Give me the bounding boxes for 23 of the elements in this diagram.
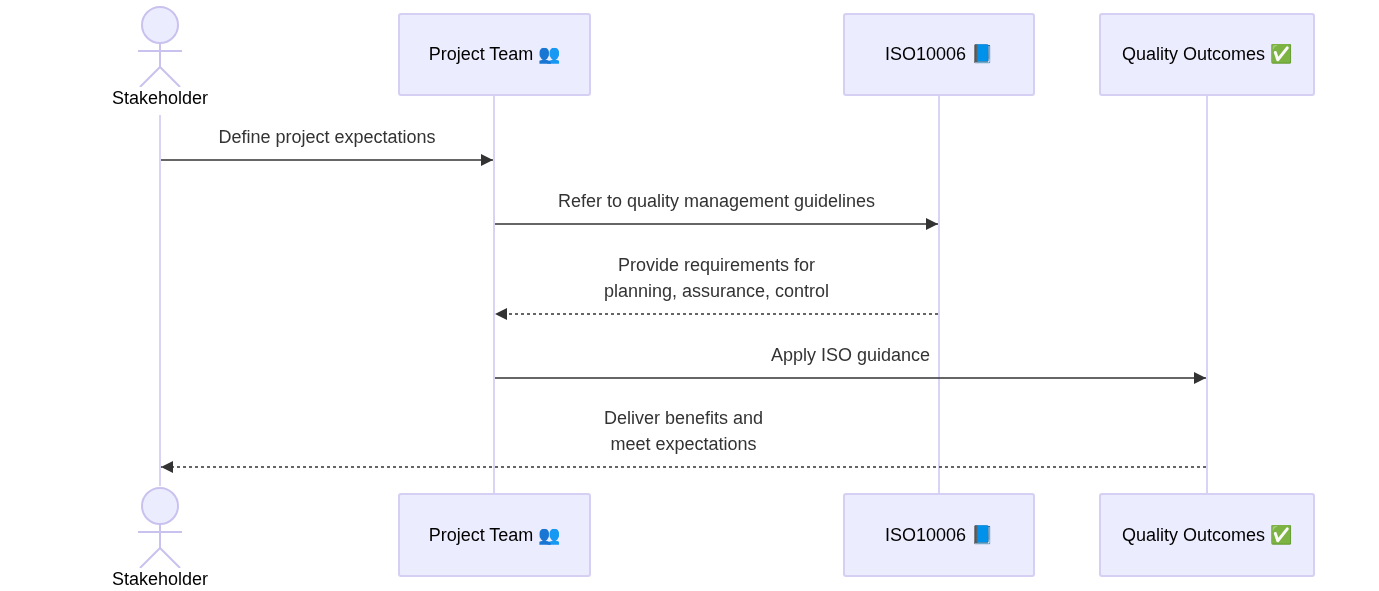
- lifeline: [159, 115, 161, 486]
- participant-name: Quality Outcomes ✅: [1121, 43, 1293, 66]
- participant-name: ISO10006 📘: [884, 43, 994, 66]
- participant-name: Quality Outcomes ✅: [1121, 523, 1293, 547]
- lifeline: [1206, 96, 1208, 493]
- participant-box: [843, 493, 1035, 577]
- participant-box: [398, 493, 591, 577]
- message-arrow: [160, 461, 1207, 473]
- participant-name: ISO10006 📘: [884, 523, 994, 547]
- message-arrow: [160, 154, 494, 166]
- message-arrow: [494, 308, 939, 320]
- participant-name: Project Team 👥: [428, 43, 561, 66]
- participant-box: [1099, 493, 1315, 577]
- participant-box: [843, 13, 1035, 96]
- lifeline: [493, 96, 495, 493]
- participant-box: [1099, 13, 1315, 96]
- participant-box: [398, 13, 591, 96]
- actor-name: Stakeholder: [111, 568, 209, 590]
- lifeline: [938, 96, 940, 493]
- actor-name: Stakeholder: [111, 87, 209, 109]
- participant-name: Project Team 👥: [428, 523, 561, 547]
- message-arrow: [494, 372, 1207, 384]
- message-arrow: [494, 218, 939, 230]
